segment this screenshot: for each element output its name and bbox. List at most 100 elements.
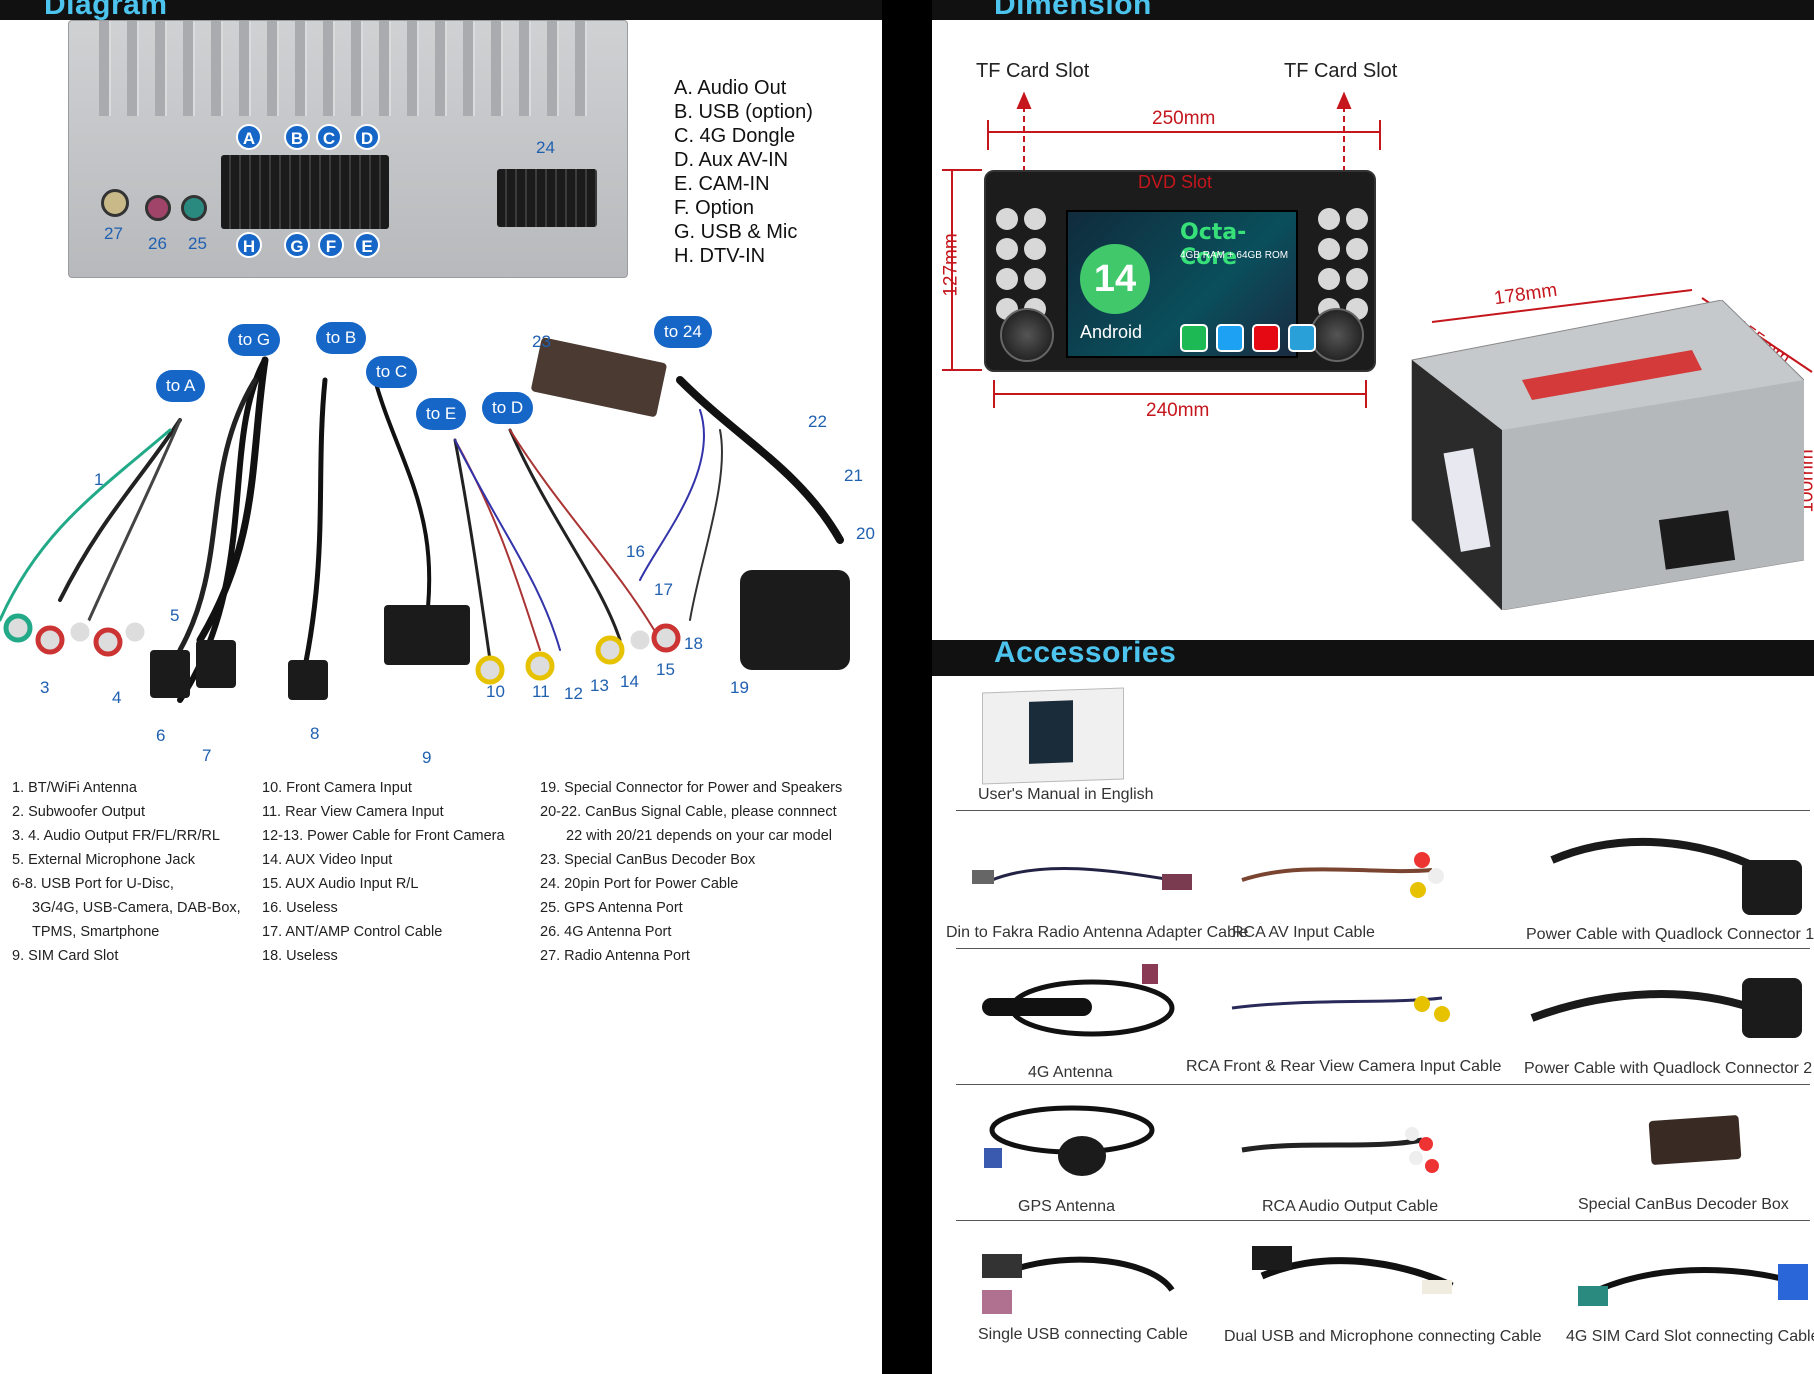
port-bubble-h: H	[236, 232, 262, 258]
cable-legend-item: 3G/4G, USB-Camera, DAB-Box,	[32, 900, 241, 916]
cable-number: 20	[856, 524, 875, 543]
port-bubble-a: A	[236, 124, 262, 150]
cable-legend-item: 26. 4G Antenna Port	[540, 924, 672, 940]
to-e-pill: to E	[416, 398, 467, 430]
port-bubble-d: D	[354, 124, 380, 150]
accessory-label: Din to Fakra Radio Antenna Adapter Cable	[946, 924, 1249, 941]
to-c-pill: to C	[366, 356, 418, 388]
rca-audio-output-image	[1241, 1127, 1439, 1173]
cable-legend-item: 12-13. Power Cable for Front Camera	[262, 828, 505, 844]
cable-legend-item: 1. BT/WiFi Antenna	[12, 780, 137, 796]
twitter-icon	[1216, 324, 1244, 352]
cable-number: 21	[844, 466, 863, 485]
port-legend-item: C. 4G Dongle	[674, 125, 796, 147]
port-number-24: 24	[536, 138, 555, 157]
accessory-label: RCA AV Input Cable	[1232, 924, 1375, 941]
cable-legend-item: 9. SIM Card Slot	[12, 948, 119, 964]
port-legend-item: E. CAM-IN	[674, 173, 770, 195]
accessory-label: GPS Antenna	[1018, 1198, 1115, 1215]
cable-legend-item: 16. Useless	[262, 900, 338, 916]
cable-number: 16	[626, 542, 645, 561]
cable-number: 15	[656, 660, 675, 679]
cable-number: 9	[422, 748, 432, 767]
accessories-header-band	[932, 640, 1814, 676]
port-legend-item: H. DTV-IN	[674, 245, 766, 267]
cable-number: 3	[40, 678, 50, 697]
cable-number: 14	[620, 672, 639, 691]
4g-antenna-image	[982, 964, 1175, 1037]
cable-legend-col1: 1. BT/WiFi Antenna 2. Subwoofer Output 3…	[12, 776, 241, 968]
accessory-divider	[956, 948, 1810, 949]
dimension-header-band	[932, 0, 1814, 20]
unit-back-panel	[68, 20, 628, 278]
dual-usb-mic-cable-image	[1252, 1246, 1454, 1294]
cable-legend-item: 18. Useless	[262, 948, 338, 964]
cable-legend-item: 10. Front Camera Input	[262, 780, 412, 796]
cable-legend-item: 17. ANT/AMP Control Cable	[262, 924, 443, 940]
cable-number: 5	[170, 606, 180, 625]
accessory-label: Dual USB and Microphone connecting Cable	[1224, 1328, 1542, 1345]
port-bubble-b: B	[284, 124, 310, 150]
radio-antenna-port	[101, 189, 129, 217]
4g-antenna-port	[145, 195, 171, 221]
cable-illustration	[0, 337, 850, 703]
port-number-26: 26	[148, 234, 167, 253]
tf-card-slot-right-label: TF Card Slot	[1284, 60, 1398, 82]
cable-legend-item: 20-22. CanBus Signal Cable, please connn…	[540, 804, 837, 820]
cable-number: 4	[112, 688, 122, 707]
head-unit-screen: 14 Android Octa-Core 4GB RAM + 64GB ROM	[1066, 210, 1316, 358]
left-buttons	[996, 208, 1046, 320]
dvd-slot-label: DVD Slot	[1138, 172, 1213, 192]
cable-legend-item: 22 with 20/21 depends on your car model	[566, 828, 833, 844]
accessory-label: RCA Audio Output Cable	[1262, 1198, 1439, 1215]
dimension-accessories-panel: Dimension TF Card Slot TF Card Slot 250m…	[932, 0, 1814, 1374]
accessory-divider	[956, 1084, 1810, 1085]
width-bottom-label: 240mm	[1146, 400, 1210, 421]
port-legend-item: D. Aux AV-IN	[674, 149, 789, 171]
port-bubble-f: F	[318, 232, 344, 258]
diagram-header-band	[0, 0, 882, 20]
cable-legend-item: 24. 20pin Port for Power Cable	[540, 876, 739, 892]
unit-chassis-side-view	[1411, 300, 1804, 610]
dimension-title: Dimension	[994, 0, 1152, 21]
cable-number: 23	[532, 332, 551, 351]
android-label: Android	[1080, 322, 1143, 342]
head-unit-front: DVD Slot 14 Android Octa-Core 4GB RAM + …	[984, 170, 1376, 372]
canbus-decoder-image	[1648, 1114, 1742, 1166]
cable-legend-item: 3. 4. Audio Output FR/FL/RR/RL	[12, 828, 220, 844]
port-bubble-g: G	[284, 232, 310, 258]
cable-legend-item: 19. Special Connector for Power and Spea…	[540, 780, 843, 796]
cable-legend-item: 23. Special CanBus Decoder Box	[540, 852, 756, 868]
rca-camera-input-image	[1231, 996, 1450, 1022]
cable-number: 8	[310, 724, 320, 743]
cable-legend-col3: 19. Special Connector for Power and Spea…	[540, 776, 842, 968]
port-legend: A. Audio Out B. USB (option) C. 4G Dongl…	[674, 76, 813, 268]
cable-number: 13	[590, 676, 609, 695]
spotify-icon	[1180, 324, 1208, 352]
to-24-pill: to 24	[654, 316, 712, 348]
port-legend-item: F. Option	[674, 197, 755, 219]
height-label: 127mm	[940, 233, 962, 297]
port-legend-item: B. USB (option)	[674, 101, 813, 123]
quadlock-cable-2-image	[1530, 978, 1802, 1038]
port-bubble-e: E	[354, 232, 380, 258]
fakra-adapter-image	[972, 866, 1192, 890]
nav-knob	[1310, 308, 1364, 362]
app-icons	[1180, 324, 1316, 352]
cable-number: 17	[654, 580, 673, 599]
cable-legend-item: 5. External Microphone Jack	[12, 852, 195, 868]
port-bubble-c: C	[316, 124, 342, 150]
4g-sim-cable-image	[1578, 1264, 1808, 1306]
right-buttons	[1318, 208, 1368, 320]
main-connector-block	[221, 155, 389, 229]
cable-number: 22	[808, 412, 827, 431]
cable-legend-item: 27. Radio Antenna Port	[540, 948, 690, 964]
manual-image	[982, 687, 1124, 785]
cable-legend-item: 2. Subwoofer Output	[12, 804, 145, 820]
port-number-25: 25	[188, 234, 207, 253]
volume-knob	[1000, 308, 1054, 362]
android-14-badge: 14	[1080, 244, 1150, 314]
accessory-divider	[956, 1220, 1810, 1221]
ram-rom-label: 4GB RAM + 64GB ROM	[1180, 250, 1289, 261]
cable-legend-item: 14. AUX Video Input	[262, 852, 393, 868]
